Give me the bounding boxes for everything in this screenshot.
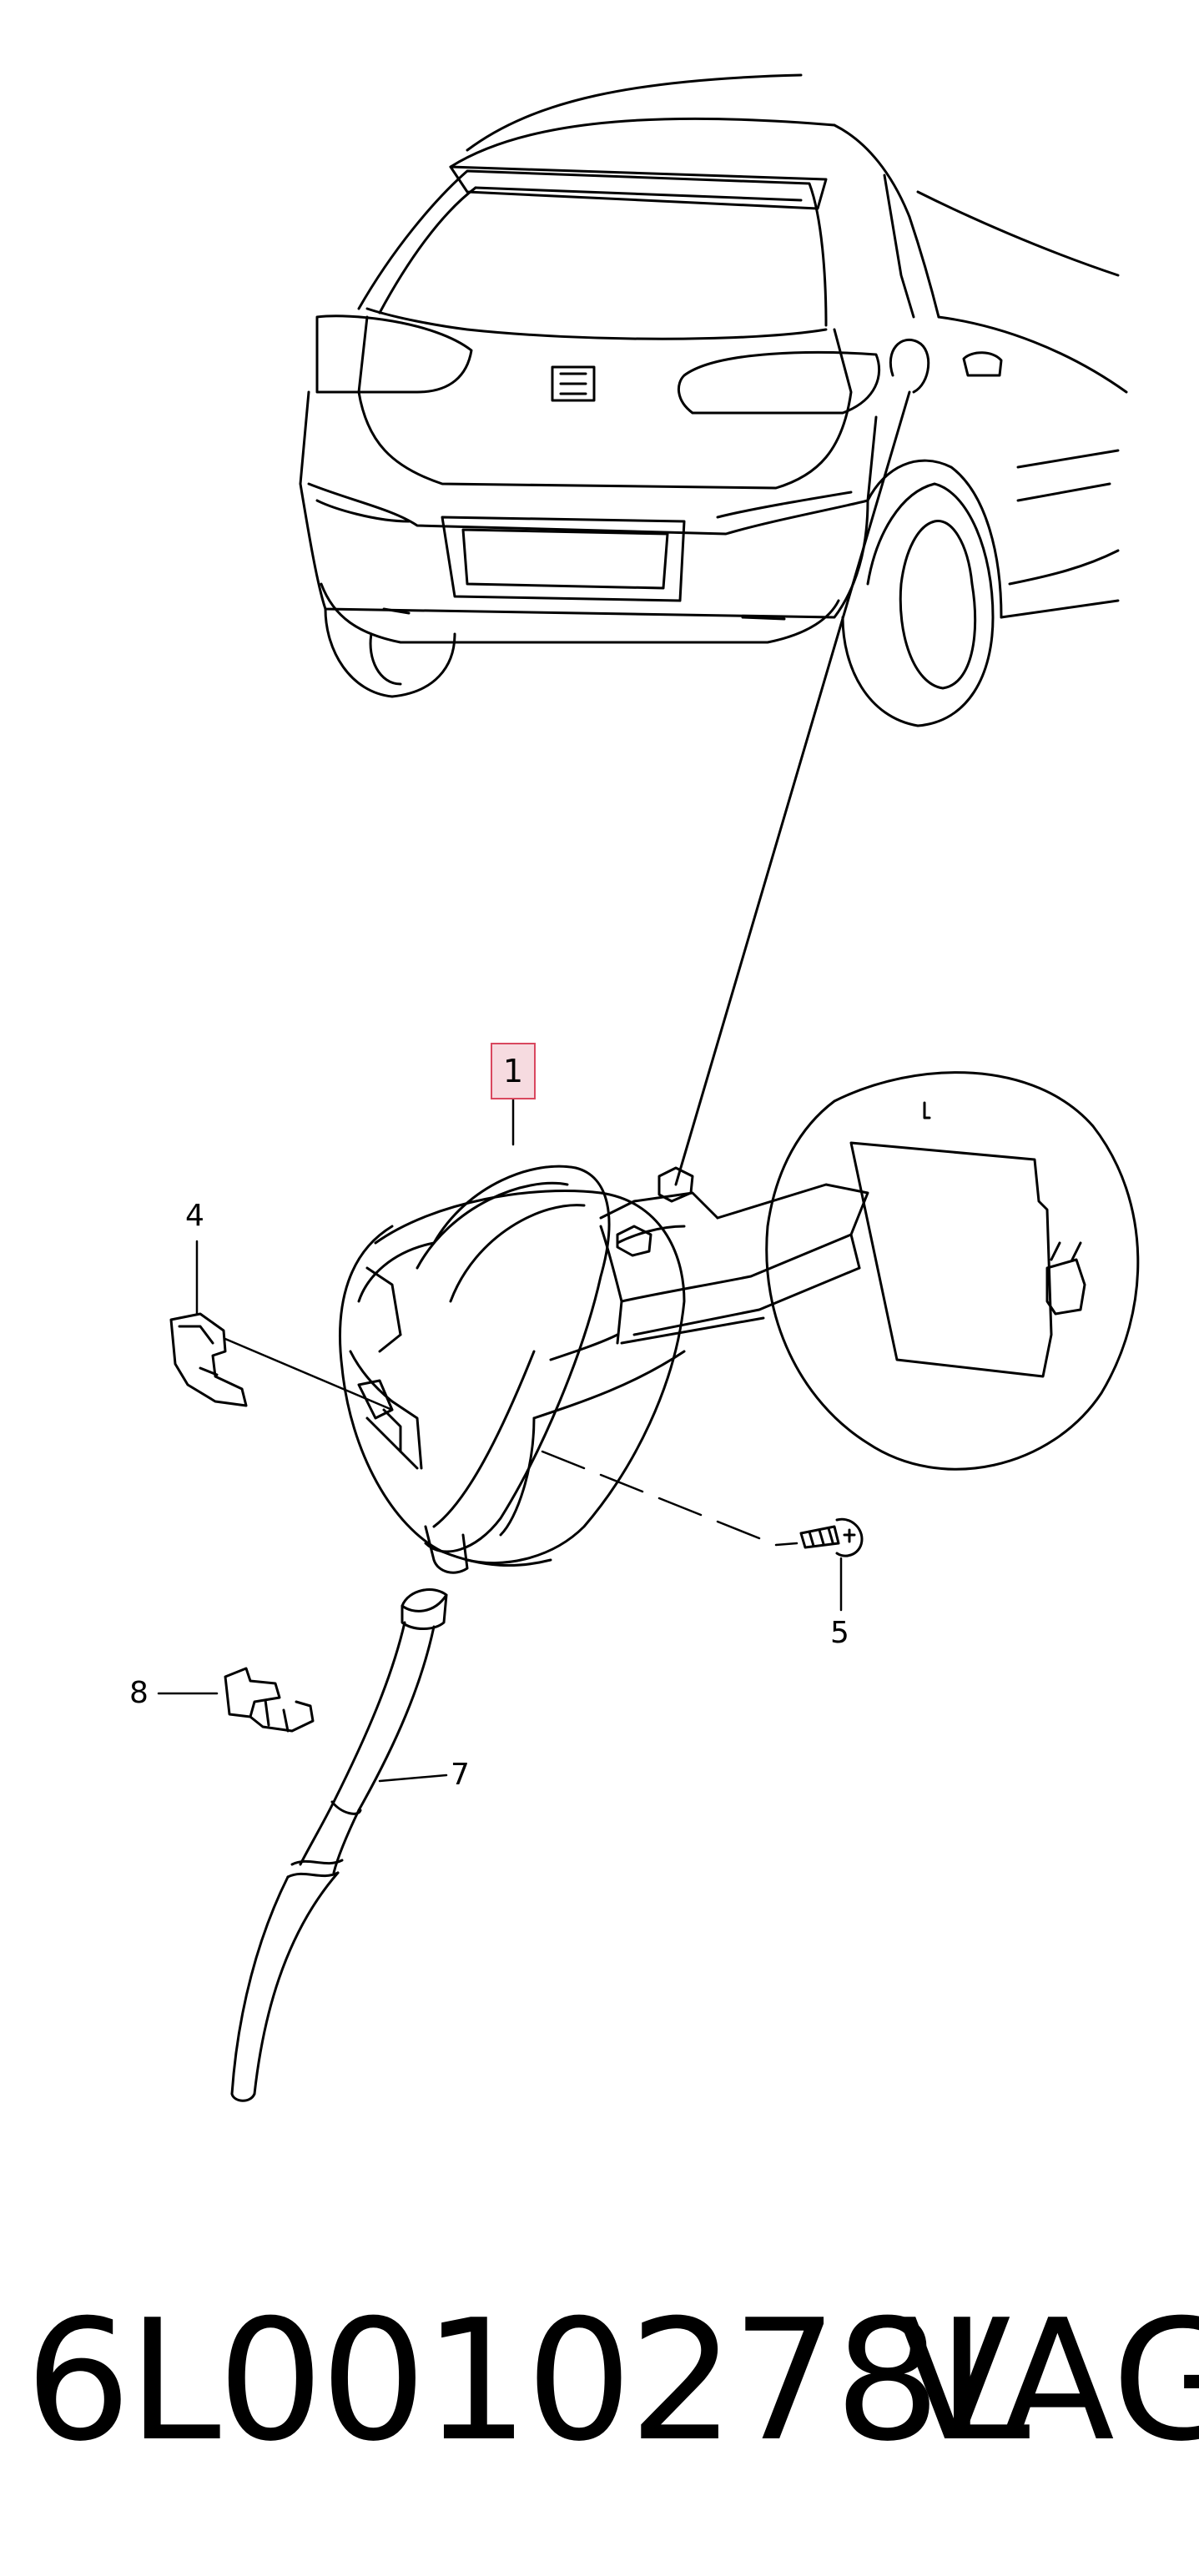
- screw-part-5: [799, 1517, 864, 1557]
- clips-part-8: [224, 1667, 315, 1733]
- part-number: 6L0010278L: [25, 2284, 1030, 2478]
- clip-part-4: [169, 1312, 248, 1407]
- callout-1-label: 1: [502, 1053, 524, 1089]
- callout-7-label: 7: [451, 1758, 470, 1792]
- leader-car-to-flap: [674, 390, 911, 1186]
- fuel-flap-housing: [339, 1165, 869, 1574]
- callout-1-highlight[interactable]: 1: [491, 1043, 536, 1099]
- brand-name: VAG: [897, 2284, 1199, 2478]
- car-illustration: [299, 73, 1128, 727]
- callout-8-label: 8: [129, 1676, 149, 1710]
- flap-detail-inset: [765, 1071, 1140, 1471]
- leader-lines: [157, 1098, 843, 1783]
- drain-hose-part-7: [230, 1588, 448, 2102]
- footer: 6L0010278L VAG: [0, 2286, 1199, 2478]
- parts-diagram: [157, 73, 1140, 2102]
- callout-5-label: 5: [830, 1616, 849, 1650]
- callout-4-label: 4: [185, 1199, 204, 1233]
